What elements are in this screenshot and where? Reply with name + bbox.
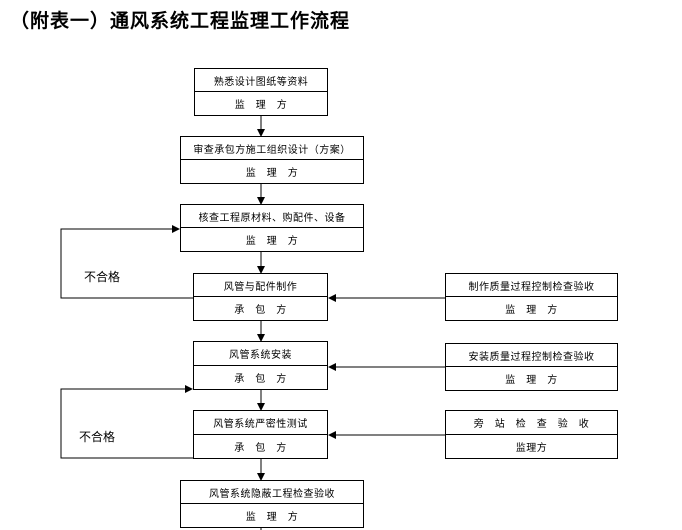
side-check-actor: 监理方 [515,442,548,454]
step-7-box: 风管系统隐蔽工程检查验收 监 理 方 [180,480,364,528]
step-5-box: 风管系统安装 承 包 方 [193,341,328,390]
step-actor: 承 包 方 [234,305,287,316]
side-check-3-box: 旁 站 检 查 验 收 监理方 [445,410,618,459]
side-check-2-box: 安装质量过程控制检查验收 监 理 方 [445,343,618,391]
side-check-task: 旁 站 检 查 验 收 [446,411,617,435]
side-check-task: 安装质量过程控制检查验收 [446,344,617,367]
side-check-actor: 监 理 方 [505,305,558,316]
step-task: 风管系统严密性测试 [194,411,327,435]
step-task: 熟悉设计图纸等资料 [195,69,327,92]
step-task: 审查承包方施工组织设计（方案） [181,137,363,160]
fail-label-2: 不合格 [79,430,116,444]
step-6-box: 风管系统严密性测试 承 包 方 [193,410,328,459]
step-actor: 承 包 方 [234,442,287,454]
step-task: 风管与配件制作 [194,274,327,297]
page-title: （附表一）通风系统工程监理工作流程 [10,10,351,32]
step-task: 核查工程原材料、购配件、设备 [181,205,363,228]
side-check-task: 制作质量过程控制检查验收 [446,274,617,297]
step-1-box: 熟悉设计图纸等资料 监 理 方 [194,68,328,116]
side-check-actor: 监 理 方 [505,375,558,386]
step-3-box: 核查工程原材料、购配件、设备 监 理 方 [180,204,364,252]
step-actor: 监 理 方 [245,512,299,523]
fail-loop-1 [60,225,193,299]
fail-loop-2 [60,385,193,459]
step-actor: 监 理 方 [245,168,299,179]
step-2-box: 审查承包方施工组织设计（方案） 监 理 方 [180,136,364,184]
step-task: 风管系统安装 [194,342,327,366]
step-actor: 监 理 方 [234,100,288,111]
step-task: 风管系统隐蔽工程检查验收 [181,481,363,504]
step-4-box: 风管与配件制作 承 包 方 [193,273,328,321]
step-actor: 监 理 方 [245,236,299,247]
side-check-1-box: 制作质量过程控制检查验收 监 理 方 [445,273,618,321]
fail-label-1: 不合格 [84,270,121,284]
step-actor: 承 包 方 [234,373,287,385]
